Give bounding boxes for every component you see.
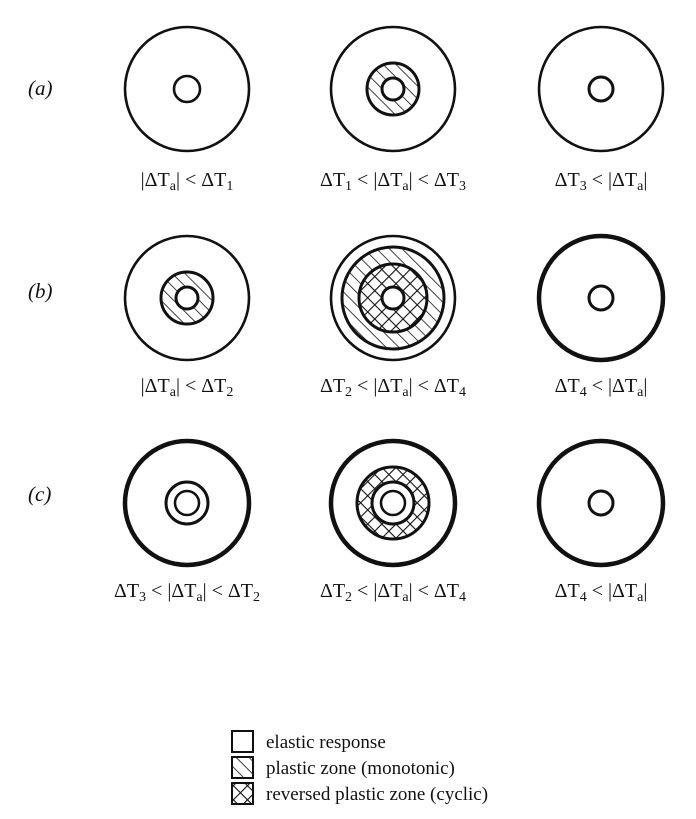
row-label-a: (a) [28, 76, 53, 100]
legend-swatch-elastic [231, 730, 254, 753]
panel-a3 [537, 25, 665, 153]
panel-c3 [536, 438, 666, 568]
condition-label-b2: ΔT2 < |ΔTa| < ΔT4 [320, 375, 466, 400]
panel-c2 [328, 438, 458, 568]
condition-label-a1: |ΔTa| < ΔT1 [141, 169, 234, 194]
panel-b3 [536, 233, 666, 363]
condition-label-a3: ΔT3 < |ΔTa| [555, 169, 648, 194]
condition-label-b1: |ΔTa| < ΔT2 [141, 375, 234, 400]
panel-a1 [123, 25, 251, 153]
condition-label-c2: ΔT2 < |ΔTa| < ΔT4 [320, 580, 466, 605]
legend: elastic response plastic zone (monotonic… [231, 730, 488, 805]
legend-label-elastic: elastic response [266, 732, 386, 753]
panel-a2 [329, 25, 457, 153]
legend-swatch-monotonic [231, 756, 254, 779]
row-label-b: (b) [28, 279, 53, 303]
condition-label-c1: ΔT3 < |ΔTa| < ΔT2 [114, 580, 260, 605]
condition-label-c3: ΔT4 < |ΔTa| [555, 580, 648, 605]
row-label-c: (c) [28, 482, 51, 506]
legend-label-monotonic: plastic zone (monotonic) [266, 758, 455, 779]
condition-label-a2: ΔT1 < |ΔTa| < ΔT3 [320, 169, 466, 194]
panel-b2 [329, 234, 457, 362]
panel-c1 [122, 438, 252, 568]
condition-label-b3: ΔT4 < |ΔTa| [555, 375, 648, 400]
legend-label-cyclic: reversed plastic zone (cyclic) [266, 784, 488, 805]
legend-swatch-cyclic [231, 782, 254, 805]
panel-b1 [123, 234, 251, 362]
condition-labels: |ΔTa| < ΔT1 ΔT1 < |ΔTa| < ΔT3 ΔT3 < |ΔTa| |… [114, 169, 647, 605]
